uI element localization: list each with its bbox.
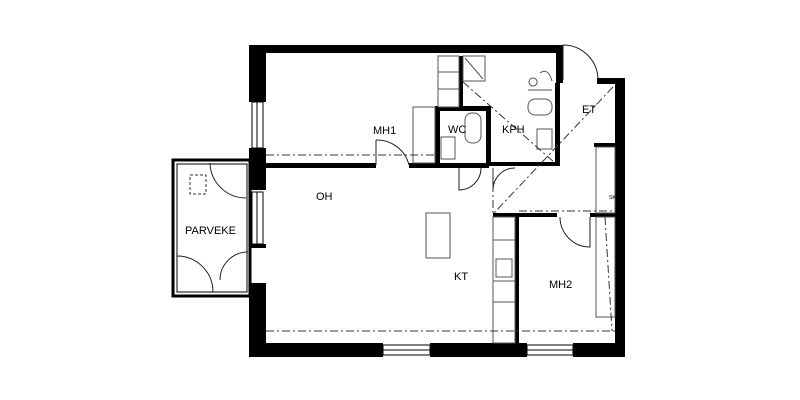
door-mh2: [559, 216, 591, 248]
room-label-wc: WC: [448, 124, 466, 136]
door-kph: [492, 167, 516, 191]
room-label-mh2: MH2: [549, 279, 572, 291]
door-wc: [458, 167, 482, 191]
door-mh1: [375, 139, 410, 166]
sink-kph: [536, 128, 553, 150]
interior-walls: [266, 56, 615, 343]
room-label-oh: OH: [316, 191, 333, 203]
toilet-kph: [527, 98, 553, 116]
closet-et: [595, 146, 616, 214]
kitchen-counter: [492, 216, 516, 344]
table: [425, 212, 451, 259]
toilet-wc: [464, 112, 482, 144]
doors: [375, 44, 599, 248]
room-label-mh1: MH1: [373, 125, 396, 137]
fixtures: SK: [412, 55, 616, 344]
room-labels: MH1 WC KPH ET OH PARVEKE KT MH2: [185, 104, 596, 291]
exterior-walls: [249, 45, 625, 357]
room-label-kt: KT: [454, 271, 468, 283]
kitchen-sink: [495, 258, 513, 278]
room-label-parveke: PARVEKE: [185, 225, 236, 237]
balcony: [171, 158, 252, 298]
dashed-lines: [266, 81, 615, 332]
room-label-kph: KPH: [502, 124, 525, 136]
room-label-et: ET: [582, 104, 596, 116]
entrance-door: [562, 44, 599, 81]
room-label-sk: SK: [609, 195, 616, 201]
wardrobe-mh2: [595, 216, 616, 318]
balcony-door-swing: [209, 162, 247, 199]
windows: [251, 101, 574, 356]
wardrobe: [437, 55, 460, 108]
sink-wc: [440, 136, 456, 160]
